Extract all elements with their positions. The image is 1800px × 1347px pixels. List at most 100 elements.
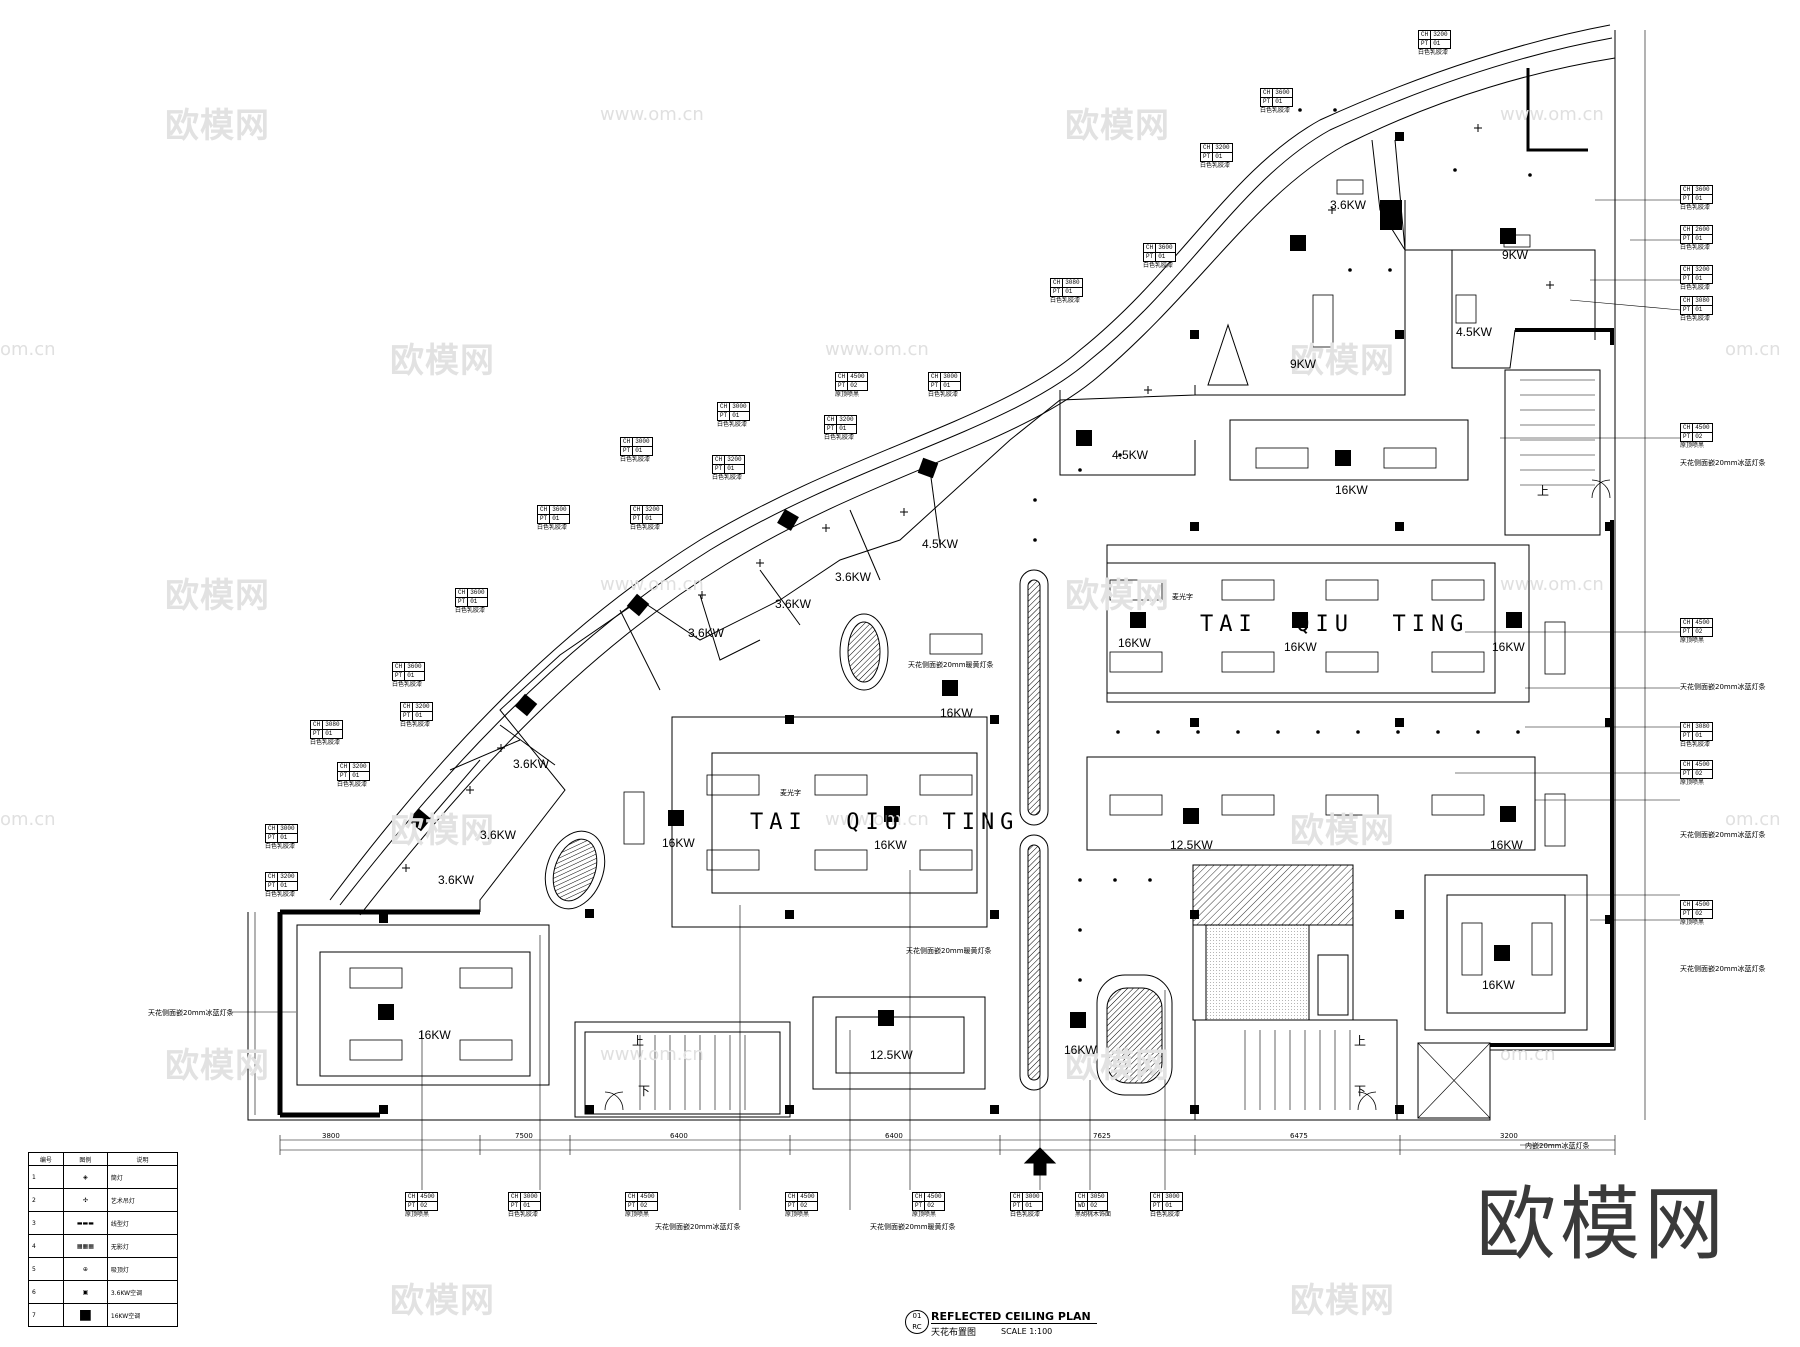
ceiling-tag: CH4500PT02 原顶喷黑 [1680, 760, 1713, 787]
watermark-brand: 欧模网 [165, 1038, 270, 1087]
legend-desc: 艺术吊灯 [107, 1189, 177, 1212]
dimension-value: 6400 [885, 1132, 903, 1140]
ceiling-tag: CH3200PT01 白色乳胶漆 [1418, 30, 1451, 57]
ac-capacity-label: 3.6KW [513, 757, 549, 771]
watermark-brand: 欧模网 [1065, 568, 1170, 617]
ac-capacity-label: 16KW [874, 838, 907, 852]
light-strip-note: 天花侧面嵌20mm冰蓝灯条 [1680, 458, 1766, 468]
ceiling-tag: CH4500PT02 原顶喷黑 [835, 372, 868, 399]
light-strip-note: 天花侧面嵌20mm冰蓝灯条 [148, 1008, 234, 1018]
ac-capacity-label: 4.5KW [1112, 448, 1148, 462]
ac-capacity-label: 9KW [1290, 357, 1316, 371]
legend-no: 5 [29, 1258, 64, 1281]
ceiling-tag: CH4500PT02 原顶喷黑 [912, 1192, 945, 1219]
drawing-title-en: REFLECTED CEILING PLAN [931, 1310, 1097, 1324]
ac-capacity-label: 16KW [662, 836, 695, 850]
ceiling-tag: CH3000PT01 白色乳胶漆 [508, 1192, 541, 1219]
ceiling-tag: CH3200PT01 白色乳胶漆 [337, 762, 370, 789]
ceiling-tag: CH3200PT01 白色乳胶漆 [824, 415, 857, 442]
light-strip-note: 天花侧面嵌20mm暖黄灯条 [906, 946, 992, 956]
ceiling-tag: CH3050WD02 黑胡桃木饰面 [1075, 1192, 1111, 1219]
legend-no: 4 [29, 1235, 64, 1258]
ceiling-zones [297, 420, 1587, 1095]
ac-capacity-label: 16KW [1482, 978, 1515, 992]
ceiling-tag: CH3600PT01 白色乳胶漆 [537, 505, 570, 532]
ceiling-tag: CH4500PT02 原顶喷黑 [1680, 900, 1713, 927]
legend-no: 2 [29, 1189, 64, 1212]
legend-no: 6 [29, 1281, 64, 1304]
watermark-url: www.om.cn [600, 574, 704, 595]
ac-capacity-label: 16KW [1064, 1043, 1097, 1057]
ceiling-tag: CH4500PT02 原顶喷黑 [1680, 423, 1713, 450]
room-label-billiard-hall: TAI QIU TING [1200, 612, 1469, 637]
legend-no: 3 [29, 1212, 64, 1235]
ceiling-tag: CH3600PT01 白色乳胶漆 [1260, 88, 1293, 115]
ac-capacity-label: 3.6KW [1330, 198, 1366, 212]
stair-up-label: 上 [1354, 1032, 1366, 1049]
ceiling-light-icon: ⊕ [63, 1258, 107, 1281]
legend-table: 编号 图例 说明 1 ◈ 筒灯 2 ✣ 艺术吊灯 3 ▬▬▬ 线型灯 4 ▦▦▦… [28, 1152, 178, 1327]
ceiling-tag: CH3000PT01 白色乳胶漆 [265, 824, 298, 851]
stairs [575, 370, 1600, 1120]
ceiling-tag: CH3600PT01 白色乳胶漆 [1680, 185, 1713, 212]
ceiling-tag: CH3600PT01 白色乳胶漆 [392, 662, 425, 689]
stair-up-label: 上 [632, 1032, 644, 1049]
watermark-brand: 欧模网 [1290, 1273, 1395, 1322]
watermark-url: om.cn [0, 339, 56, 360]
ac-capacity-label: 16KW [1490, 838, 1523, 852]
pendant-light-icon: ✣ [63, 1189, 107, 1212]
watermark-url: www.om.cn [1500, 574, 1604, 595]
light-strip-note: 天花侧面嵌20mm冰蓝灯条 [1680, 964, 1766, 974]
light-strip-note: 天花侧面嵌20mm冰蓝灯条 [1680, 830, 1766, 840]
ac-capacity-label: 3.6KW [480, 828, 516, 842]
watermark-brand: 欧模网 [390, 1273, 495, 1322]
stair-up-label: 上 [1537, 482, 1549, 499]
ceiling-tag: CH4500PT02 原顶喷黑 [405, 1192, 438, 1219]
room-label-billiard-hall: TAI QIU TING [750, 810, 1019, 835]
sign-note: 麦光字 [780, 788, 801, 798]
dimension-value: 3200 [1500, 1132, 1518, 1140]
watermark-brand: 欧模网 [165, 98, 270, 147]
shadowless-light-icon: ▦▦▦ [63, 1235, 107, 1258]
legend-no: 7 [29, 1304, 64, 1327]
watermark-url: om.cn [1725, 339, 1781, 360]
ceiling-tag: CH3000PT01 白色乳胶漆 [717, 402, 750, 429]
drawing-title-cn: 天花布置图 [931, 1325, 976, 1338]
dimension-value: 6400 [670, 1132, 688, 1140]
watermark-brand: 欧模网 [165, 568, 270, 617]
ac-capacity-label: 3.6KW [438, 873, 474, 887]
ceiling-tag: CH3000PT01 白色乳胶漆 [1010, 1192, 1043, 1219]
watermark-url: www.om.cn [600, 104, 704, 125]
ac-capacity-label: 12.5KW [870, 1048, 913, 1062]
ceiling-tag: CH3200PT01 白色乳胶漆 [265, 872, 298, 899]
drawing-number-bubble: 01RC [905, 1310, 929, 1334]
ceiling-tag: CH4500PT02 原顶喷黑 [785, 1192, 818, 1219]
ac-capacity-label: 16KW [1492, 640, 1525, 654]
legend-header-no: 编号 [29, 1153, 64, 1166]
ceiling-tag: CH3600PT01 白色乳胶漆 [1143, 243, 1176, 270]
legend-desc: 3.6KW空调 [107, 1281, 177, 1304]
watermark-brand-large: 欧模网 [1476, 1160, 1728, 1276]
ac-capacity-label: 3.6KW [775, 597, 811, 611]
legend-desc: 无影灯 [107, 1235, 177, 1258]
dimension-value: 7625 [1093, 1132, 1111, 1140]
ac-capacity-label: 16KW [940, 706, 973, 720]
pendant-lights [402, 124, 1554, 872]
legend-header-desc: 说明 [107, 1153, 177, 1166]
ceiling-tag: CH3200PT01 白色乳胶漆 [400, 702, 433, 729]
ceiling-tag: CH3200PT01 白色乳胶漆 [1680, 265, 1713, 292]
watermark-brand: 欧模网 [390, 333, 495, 382]
ac-small-icon: ▣ [63, 1281, 107, 1304]
watermark-url: www.om.cn [825, 339, 929, 360]
dimension-value: 3800 [322, 1132, 340, 1140]
watermark-url: om.cn [1500, 1044, 1556, 1065]
ceiling-tag: CH2600PT01 白色乳胶漆 [1680, 225, 1713, 252]
light-strip-note: 天花侧面嵌20mm冰蓝灯条 [655, 1222, 741, 1232]
ceiling-tag: CH3600PT01 白色乳胶漆 [455, 588, 488, 615]
ceiling-tag: CH4500PT02 原顶喷黑 [1680, 618, 1713, 645]
ceiling-tag: CH3200PT01 白色乳胶漆 [712, 455, 745, 482]
ac-capacity-label: 16KW [1284, 640, 1317, 654]
ceiling-tag: CH3000PT01 白色乳胶漆 [928, 372, 961, 399]
light-strip-note: 天花侧面嵌20mm暖黄灯条 [870, 1222, 956, 1232]
watermark-brand: 欧模网 [1065, 98, 1170, 147]
